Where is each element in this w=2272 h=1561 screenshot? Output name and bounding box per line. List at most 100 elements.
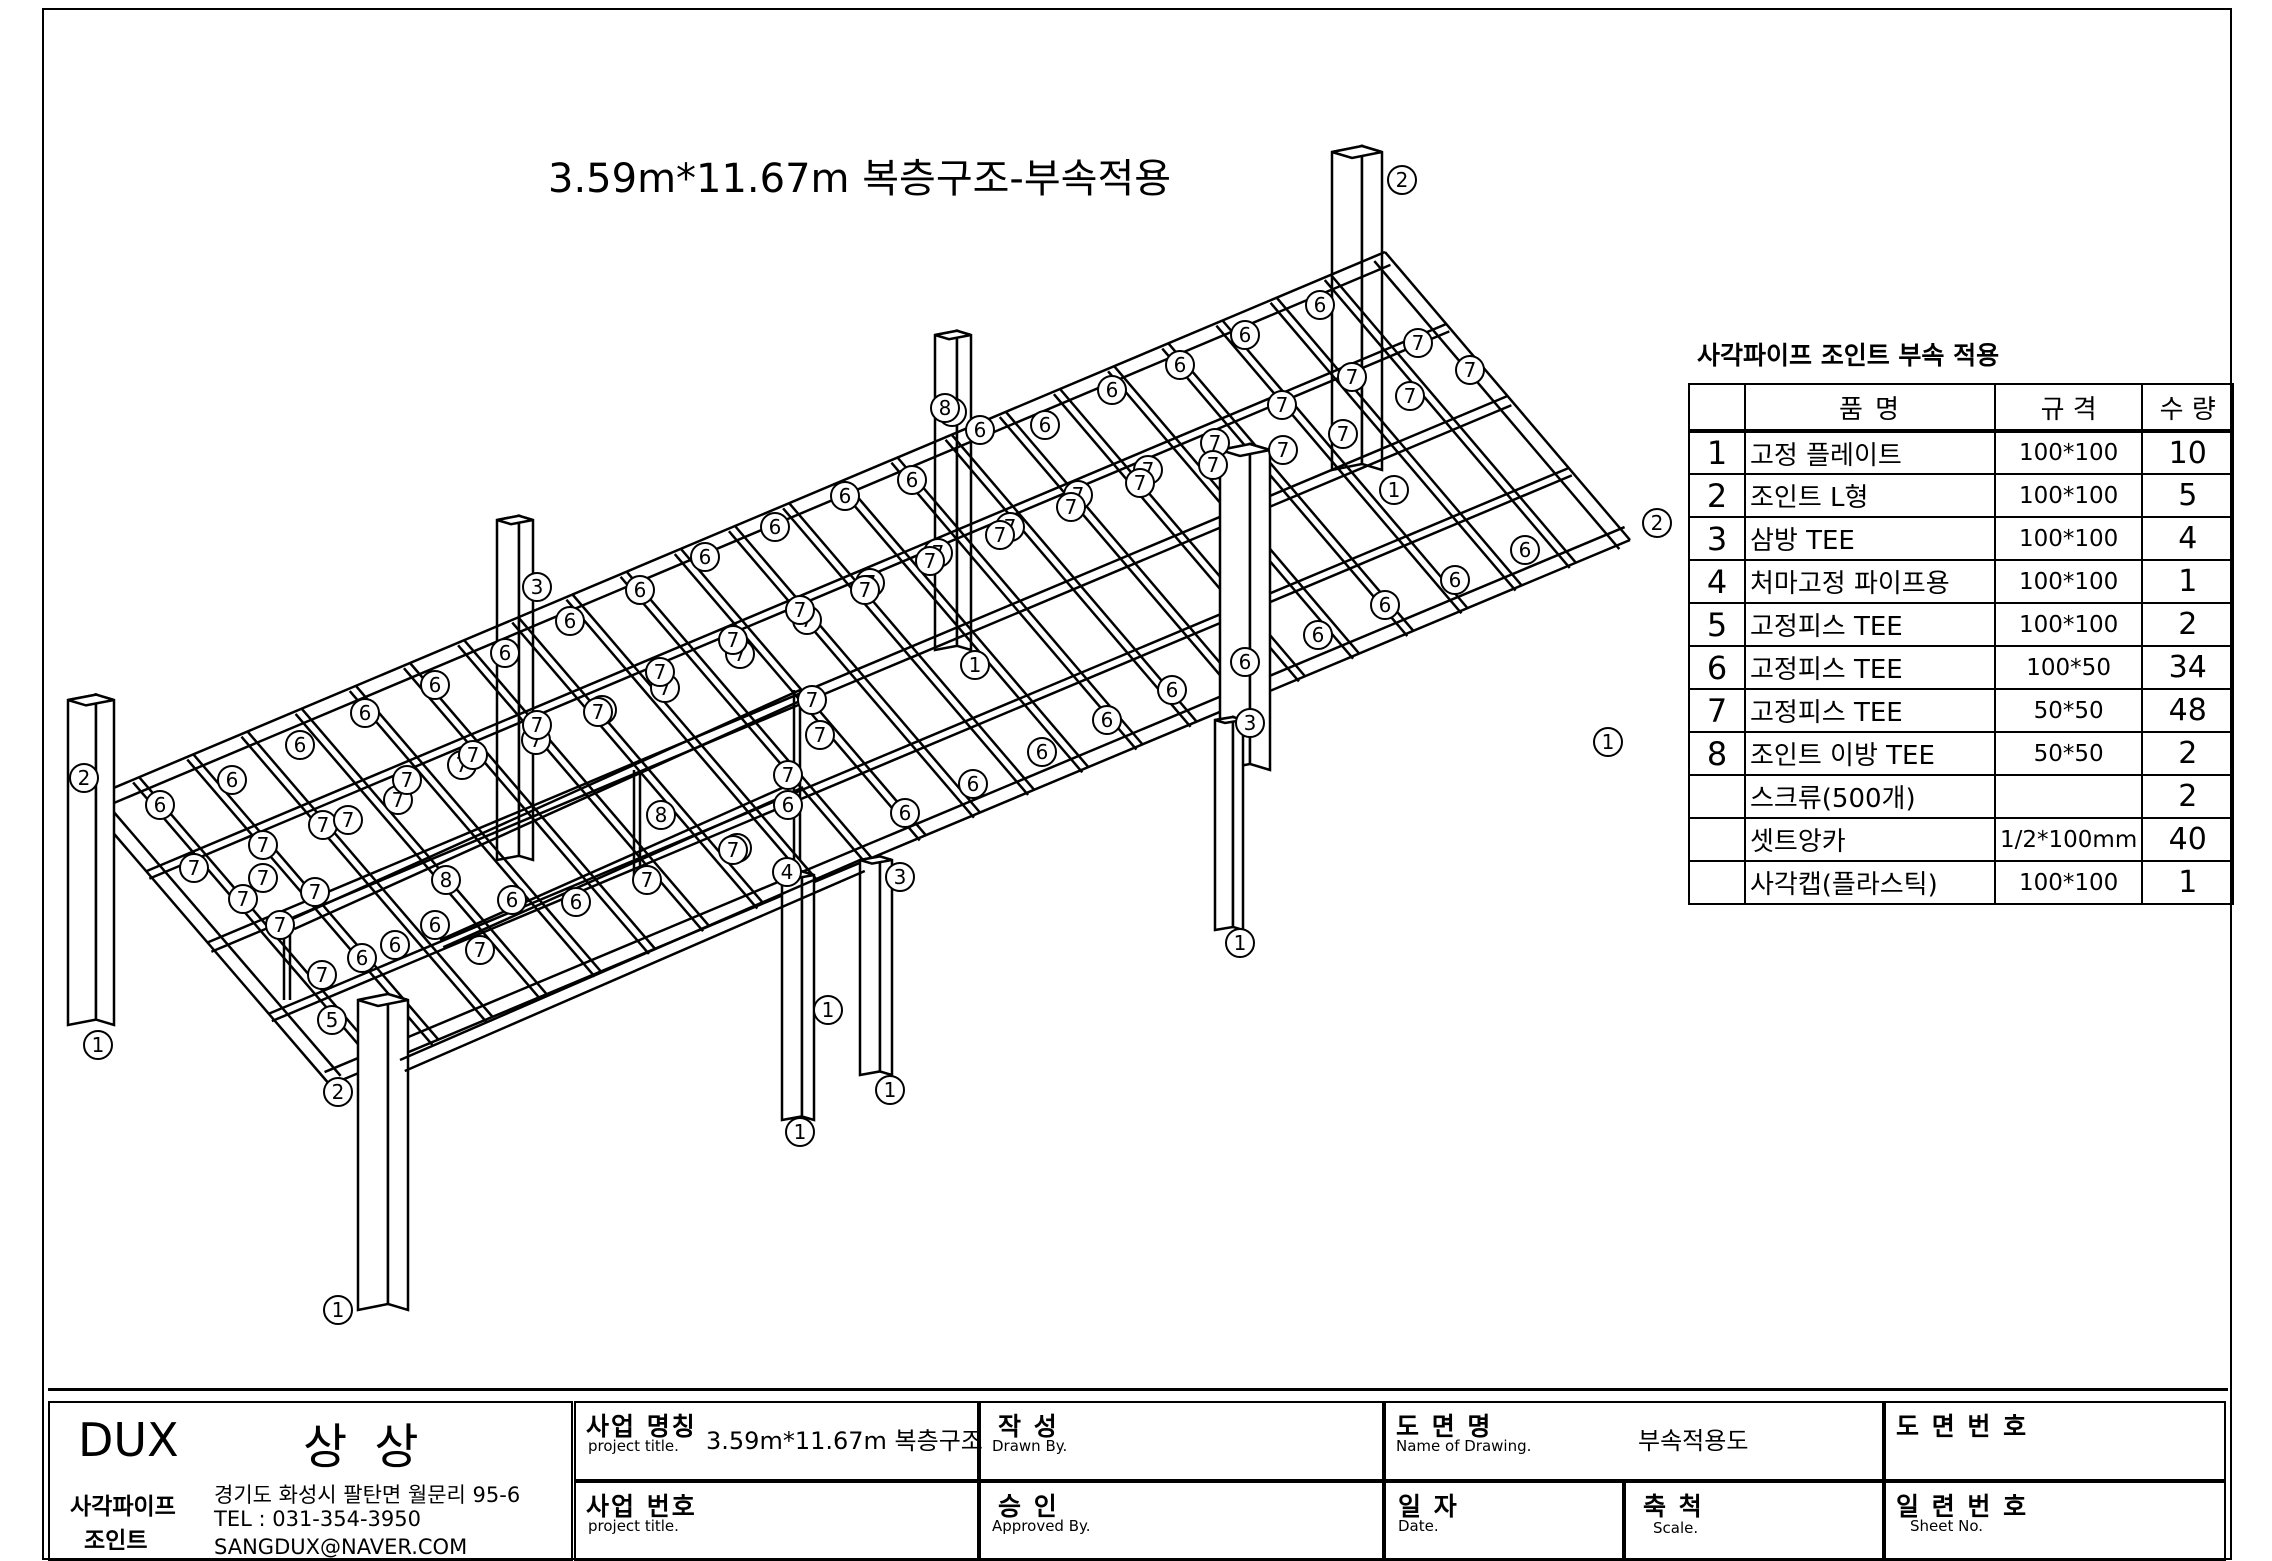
callout-circle	[773, 760, 803, 790]
part-spec: 100*100	[1993, 860, 2144, 905]
callout-number: 2	[1396, 168, 1409, 192]
frame-line	[294, 713, 542, 1001]
sheet-no-label: 일 련 번 호	[1896, 1492, 2029, 1521]
callout-number: 6	[226, 768, 239, 792]
frame-line	[271, 474, 1573, 1023]
callout-circle	[772, 857, 802, 887]
callout-circle	[522, 572, 552, 602]
callout-number: 1	[92, 1033, 105, 1057]
post-face	[1231, 715, 1245, 932]
part-name: 셋트앙카	[1744, 817, 1996, 862]
post-side	[1213, 715, 1235, 932]
callout-number: 7	[237, 887, 250, 911]
callout-circle	[1235, 708, 1265, 738]
post-side	[780, 869, 804, 1122]
callout-number: 5	[326, 1008, 339, 1032]
part-no: 3	[1688, 516, 1746, 561]
callout-number: 6	[1449, 568, 1462, 592]
callout-circle	[1303, 620, 1333, 650]
callout-number: 7	[994, 523, 1007, 547]
callout-number: 2	[332, 1080, 345, 1104]
parts-table-title: 사각파이프 조인트 부속 적용	[1697, 341, 2000, 370]
frame-line	[399, 858, 861, 1062]
part-name: 고정피스 TEE	[1744, 688, 1996, 733]
product-line-1: 사각파이프	[70, 1494, 176, 1520]
part-spec: 100*100	[1993, 602, 2144, 647]
callout-circle	[773, 790, 803, 820]
callout-number: 7	[727, 628, 740, 652]
scale-label: 축 척	[1643, 1492, 1704, 1521]
callout-number: 7	[794, 598, 807, 622]
frame-line	[293, 697, 805, 931]
frame-line	[210, 404, 1512, 953]
part-no: 1	[1688, 430, 1746, 475]
callout-circle	[323, 1295, 353, 1325]
callout-circle	[145, 790, 175, 820]
part-no: 2	[1688, 473, 1746, 518]
project-no-label: 사업 번호	[586, 1492, 697, 1521]
product-line-2: 조인트	[84, 1528, 148, 1554]
part-name: 고정피스 TEE	[1744, 602, 1996, 647]
callout-number: 2	[78, 766, 91, 790]
project-no-sub: project title.	[588, 1517, 679, 1535]
callout-circle	[1056, 492, 1086, 522]
callout-number: 7	[654, 660, 667, 684]
callout-circle	[323, 1077, 353, 1107]
post-face	[878, 854, 894, 1077]
drawing-name-sub: Name of Drawing.	[1396, 1437, 1532, 1455]
part-qty: 34	[2141, 645, 2235, 690]
callout-number: 7	[1276, 393, 1289, 417]
part-spec: 100*100	[1993, 430, 2144, 475]
frame-line	[734, 525, 981, 814]
frame-line	[842, 479, 1090, 768]
project-name-label: 사업 명칭	[586, 1412, 697, 1441]
callout-number: 7	[316, 963, 329, 987]
part-name: 스크류(500개)	[1744, 774, 1996, 819]
part-spec: 50*50	[1993, 731, 2144, 776]
callout-number: 7	[342, 808, 355, 832]
callout-circle	[718, 835, 748, 865]
callout-number: 3	[531, 575, 544, 599]
part-no: 8	[1688, 731, 1746, 776]
part-qty: 5	[2141, 473, 2235, 518]
callout-circle	[561, 887, 591, 917]
callout-circle	[317, 1005, 347, 1035]
callout-circle	[1198, 450, 1228, 480]
callout-circle	[785, 595, 815, 625]
callout-number: 2	[1651, 511, 1664, 535]
callout-number: 7	[1464, 358, 1477, 382]
post-top	[496, 514, 534, 526]
callout-circle	[830, 481, 860, 511]
post-side	[356, 992, 390, 1312]
post-face	[386, 992, 410, 1312]
callout-number: 7	[309, 880, 322, 904]
frame-line	[1329, 274, 1577, 564]
part-qty: 2	[2141, 602, 2235, 647]
part-spec	[1993, 774, 2144, 819]
parts-row: 스크류(500개)2	[1688, 774, 2235, 819]
callout-number: 6	[1166, 678, 1179, 702]
callout-circle	[420, 670, 450, 700]
callout-number: 6	[359, 701, 372, 725]
callout-number: 6	[154, 793, 167, 817]
callout-number: 1	[969, 653, 982, 677]
frame-line	[890, 461, 1138, 751]
callout-circle	[760, 512, 790, 542]
callout-circle	[1337, 362, 1367, 392]
frame-line	[442, 786, 804, 949]
callout-circle	[83, 1030, 113, 1060]
callout-circle	[1092, 705, 1122, 735]
drawing-name-value: 부속적용도	[1638, 1427, 1749, 1455]
callout-number: 6	[499, 641, 512, 665]
callout-number: 7	[924, 549, 937, 573]
part-qty: 1	[2141, 860, 2235, 905]
frame-line	[1167, 342, 1415, 632]
callout-circle	[1230, 320, 1260, 350]
header-spec: 규 격	[1993, 383, 2144, 433]
callout-circle	[1097, 375, 1127, 405]
callout-number: 6	[906, 468, 919, 492]
frame-line	[896, 456, 1144, 746]
frame-line	[788, 502, 1036, 791]
post-side	[66, 693, 98, 1027]
date-label: 일 자	[1398, 1492, 1459, 1521]
